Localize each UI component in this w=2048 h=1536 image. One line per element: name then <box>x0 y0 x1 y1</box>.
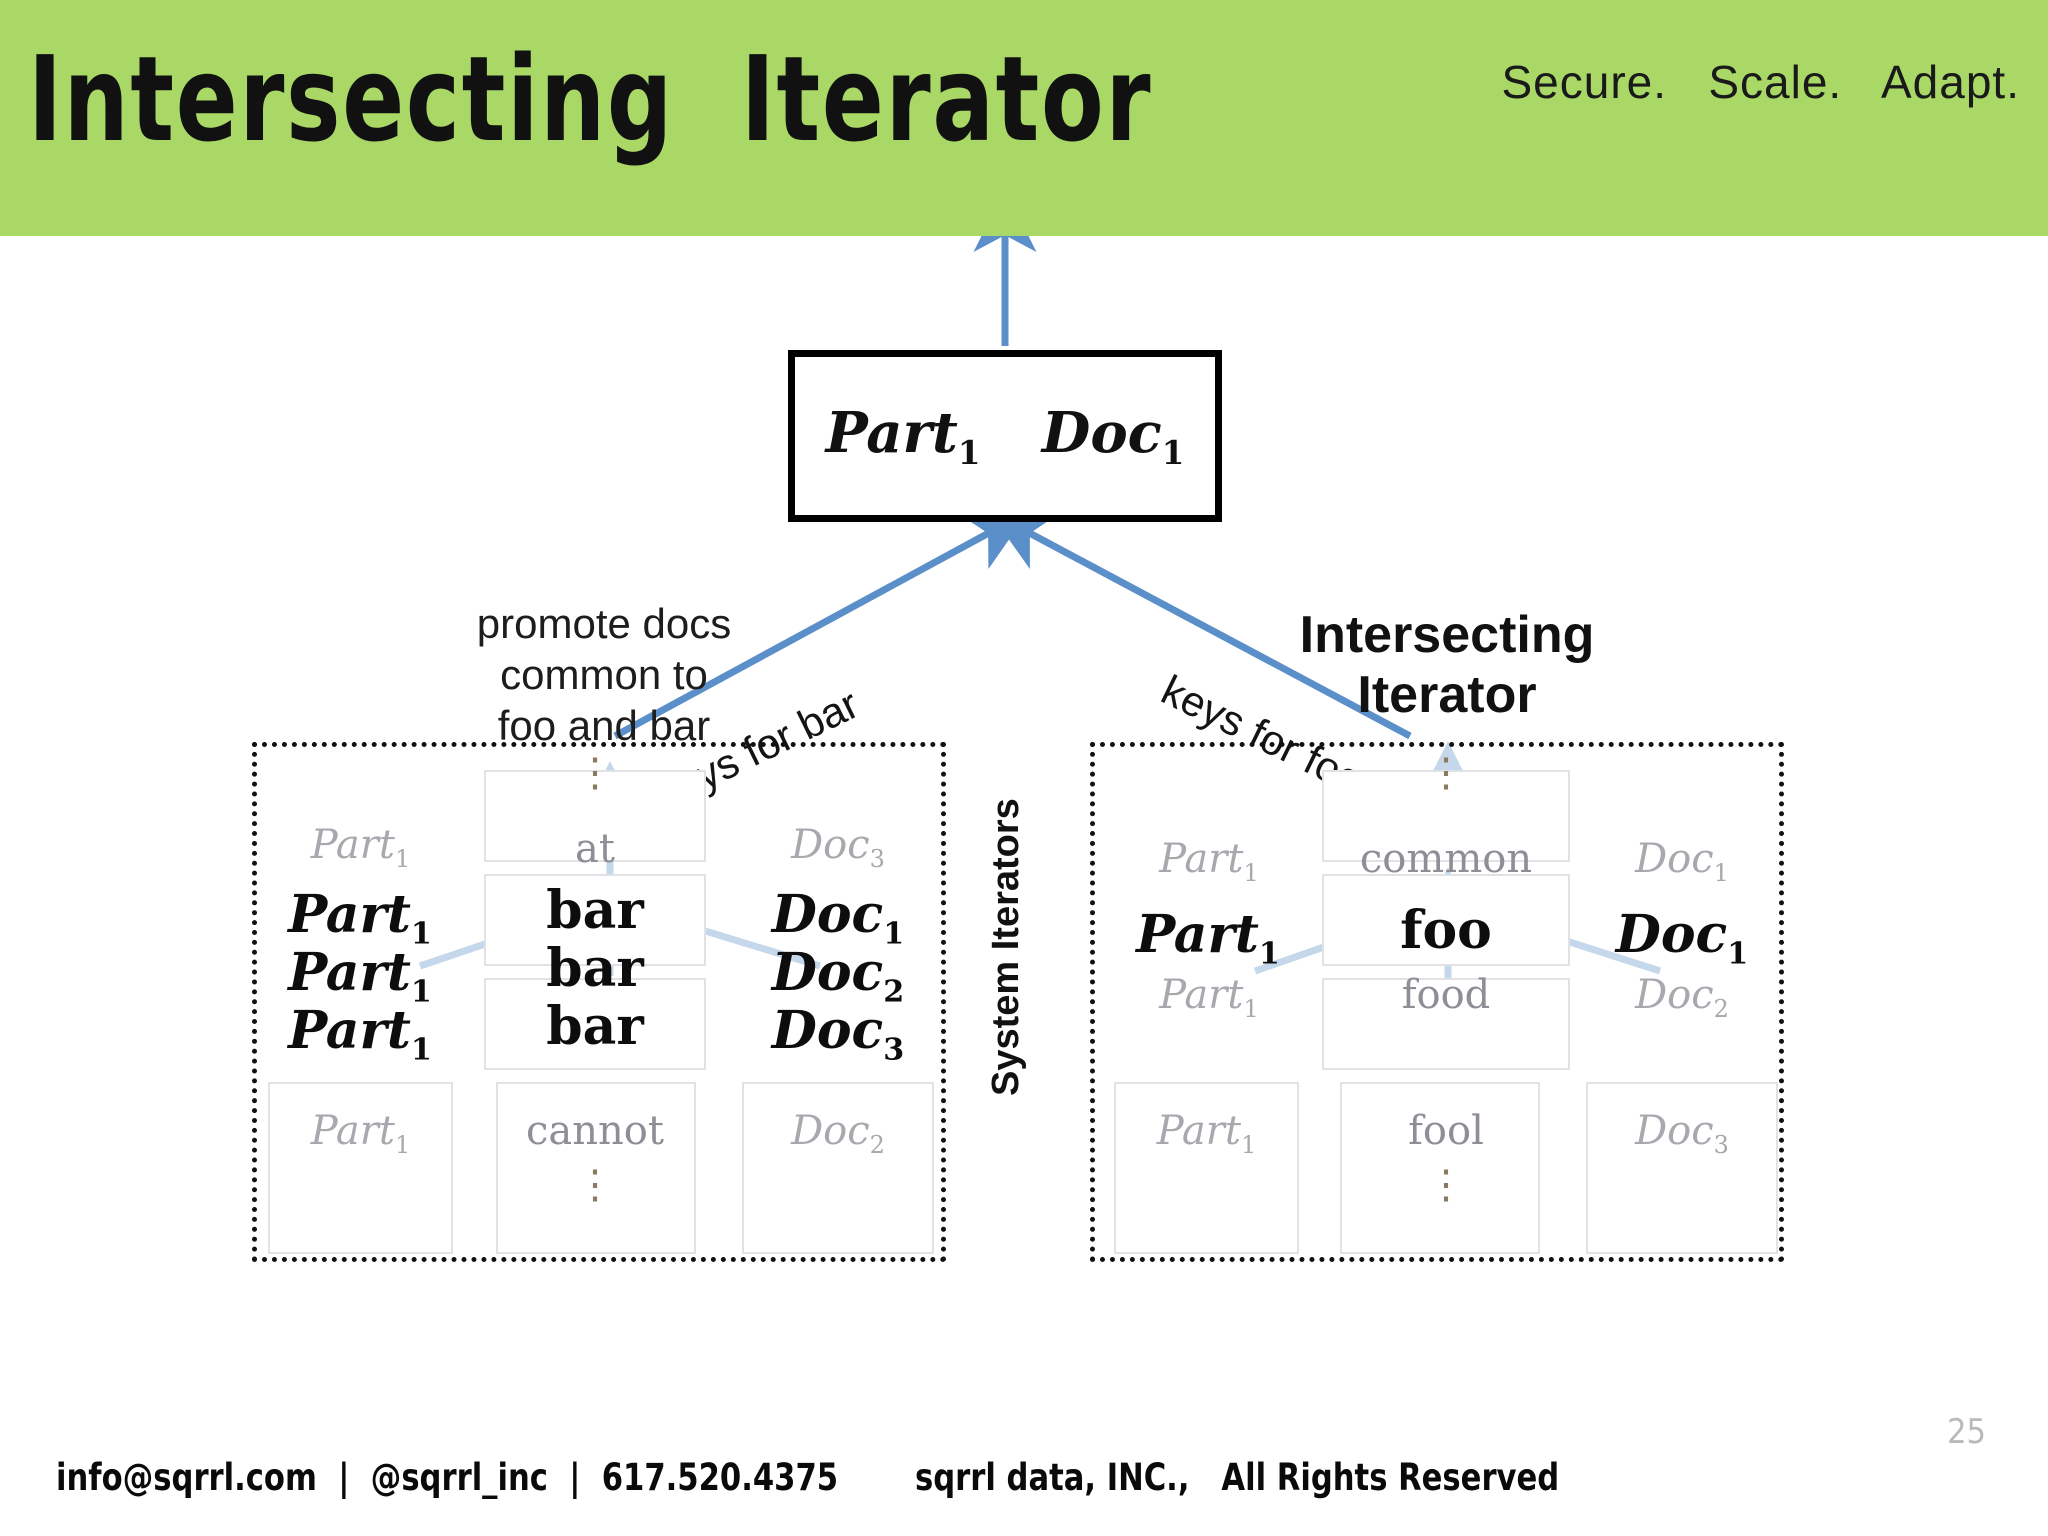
bar-doc-row2: Doc2 <box>771 942 905 1010</box>
intersecting-result-box: Part1 Doc1 <box>788 350 1222 522</box>
bar-term-row3: bar <box>546 996 644 1057</box>
bar-term-row1: bar <box>546 880 644 941</box>
foo-term-dots-top: ⋮ <box>1426 750 1466 796</box>
promote-docs-note: promote docs common to foo and bar <box>476 600 732 750</box>
foo-doc-faint-bottom: Doc3 <box>1635 1108 1729 1159</box>
foo-part-faint-top: Part1 <box>1159 836 1259 887</box>
title-banner: Intersecting Iterator Secure. Scale. Ada… <box>0 0 2048 236</box>
keys-for-foo-arrow <box>989 511 1412 740</box>
foo-part-faint-bottom: Part1 <box>1156 1108 1257 1159</box>
foo-doc-faint-mid: Doc2 <box>1635 972 1729 1023</box>
system-iterator-group-foo <box>1090 742 1784 1262</box>
footer-copyright: sqrrl data, INC., All Rights Reserved <box>915 1456 1560 1499</box>
result-part-key: Part1 <box>825 399 981 473</box>
slide-footer: info@sqrrl.com | @sqrrl_inc | 617.520.43… <box>0 1412 2048 1536</box>
bar-part-row3: Part1 <box>288 1000 432 1068</box>
foo-term-foo: foo <box>1400 900 1492 961</box>
brand-tagline: Secure. Scale. Adapt. <box>1501 56 2020 108</box>
foo-term-dots-bottom: ⋮ <box>1426 1162 1466 1208</box>
cell-bar-2 <box>484 874 706 966</box>
cell-bar-doc-bottom <box>742 1082 934 1254</box>
bar-term-row2: bar <box>546 938 644 999</box>
foo-term-fool: fool <box>1408 1108 1484 1154</box>
bar-doc-faint-bottom: Doc2 <box>791 1108 885 1159</box>
bar-part-row2: Part1 <box>288 942 432 1010</box>
cell-foo-term-bottom <box>1340 1082 1540 1254</box>
bar-doc-row1: Doc1 <box>771 884 905 952</box>
system-iterator-group-bar <box>252 742 946 1262</box>
footer-contact: info@sqrrl.com | @sqrrl_inc | 617.520.43… <box>56 1456 839 1499</box>
intersecting-iterator-label: Intersecting Iterator <box>1299 606 1595 724</box>
page-number: 25 <box>1947 1412 1986 1452</box>
bar-part-faint-bottom: Part1 <box>310 1108 411 1159</box>
foo-term-common: common <box>1359 836 1533 882</box>
bar-term-cannot: cannot <box>526 1108 664 1154</box>
result-doc-key: Doc1 <box>1041 399 1185 473</box>
foo-doc-faint-top: Doc1 <box>1635 836 1729 887</box>
cell-foo-doc-bottom <box>1586 1082 1778 1254</box>
bar-doc-row3: Doc3 <box>771 1000 905 1068</box>
cell-bar-part-bottom <box>268 1082 453 1254</box>
bar-term-dots-bottom: ⋮ <box>575 1162 615 1208</box>
cell-foo-2 <box>1322 874 1570 966</box>
foo-part-faint-mid: Part1 <box>1159 972 1259 1023</box>
bar-part-faint-top: Part1 <box>310 822 411 873</box>
cell-foo-part-bottom <box>1114 1082 1299 1254</box>
keys-for-bar-arrow <box>613 511 1029 740</box>
system-iterators-label: System Iterators <box>985 798 1027 1096</box>
foo-part-strong: Part1 <box>1136 904 1280 972</box>
cell-bar-1 <box>484 770 706 862</box>
diagram-canvas: Part1 Doc1 promote docs common to foo an… <box>0 236 2048 1440</box>
bar-doc-faint-top: Doc3 <box>791 822 885 873</box>
bar-term-at: at <box>575 826 615 872</box>
foo-doc-strong: Doc1 <box>1615 904 1749 972</box>
cell-bar-term-bottom <box>496 1082 696 1254</box>
page-title: Intersecting Iterator <box>28 30 1153 168</box>
cell-foo-3 <box>1322 978 1570 1070</box>
bar-term-dots-top: ⋮ <box>575 750 615 796</box>
bar-part-row1: Part1 <box>288 884 432 952</box>
cell-bar-3 <box>484 978 706 1070</box>
cell-foo-1 <box>1322 770 1570 862</box>
foo-term-food: food <box>1401 972 1491 1018</box>
